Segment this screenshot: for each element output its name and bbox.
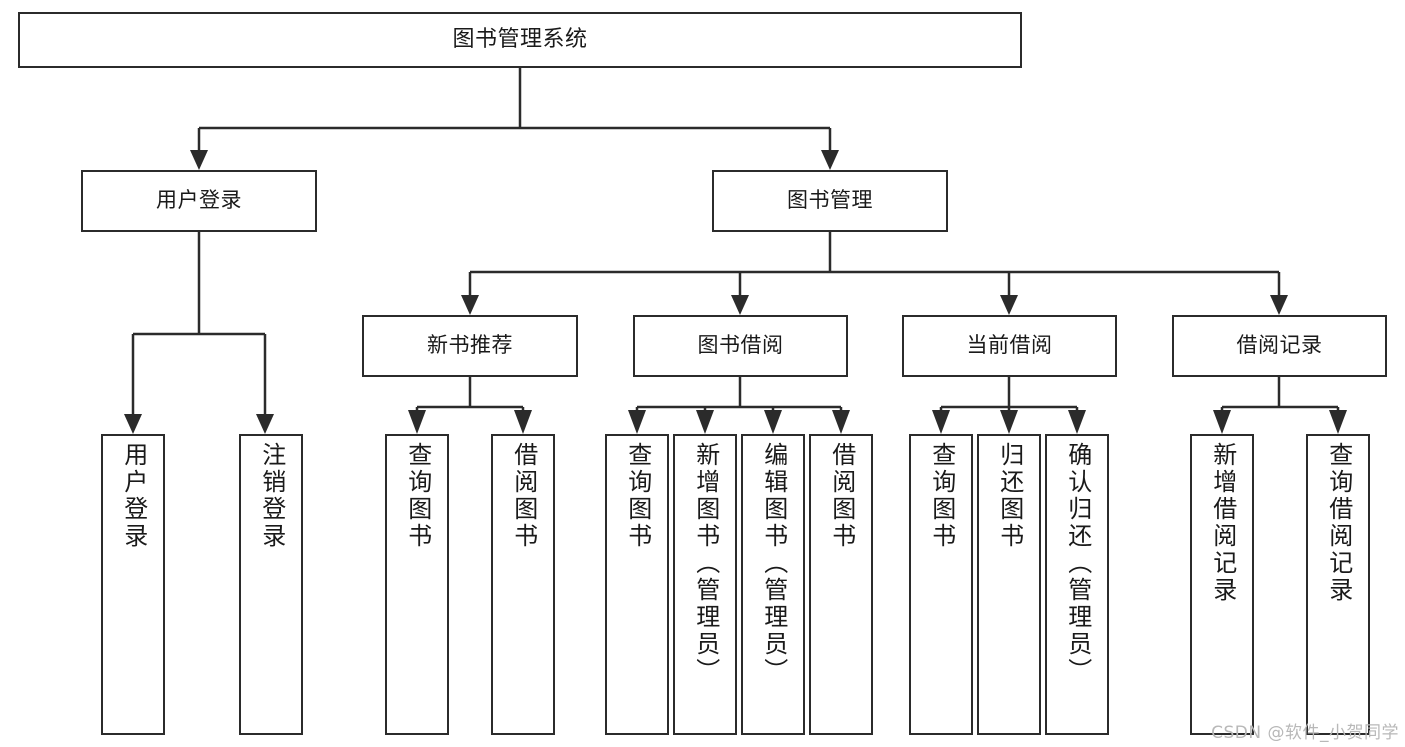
node-root-book-management-system[interactable]: 图书管理系统 [18, 12, 1022, 68]
node-leaf-query-borrow-record[interactable]: 查询借阅记录 [1306, 434, 1370, 735]
arrowhead-leaf-borrow-book-2 [832, 410, 850, 434]
arrowhead-book-borrow [731, 295, 749, 315]
node-leaf-add-book-admin[interactable]: 新增图书（管理员） [673, 434, 737, 735]
arrowhead-leaf-add-book [696, 410, 714, 434]
node-label: 用户登录 [156, 188, 242, 213]
node-label: 图书管理 [787, 188, 873, 213]
node-label: 查询图书 [403, 442, 432, 550]
node-borrow-record[interactable]: 借阅记录 [1172, 315, 1387, 377]
node-label: 图书管理系统 [452, 26, 588, 52]
node-leaf-query-book-current[interactable]: 查询图书 [909, 434, 973, 735]
node-label: 用户登录 [119, 442, 148, 550]
arrowhead-book-manage [821, 150, 839, 170]
node-label: 归还图书 [995, 442, 1024, 550]
arrowhead-leaf-query-book-2 [628, 410, 646, 434]
node-leaf-query-book-borrow[interactable]: 查询图书 [605, 434, 669, 735]
arrowhead-leaf-edit-book [764, 410, 782, 434]
node-new-book-recommend[interactable]: 新书推荐 [362, 315, 578, 377]
node-book-management[interactable]: 图书管理 [712, 170, 948, 232]
node-label: 新增图书（管理员） [691, 442, 720, 685]
arrowhead-leaf-user-login [124, 414, 142, 434]
node-leaf-user-login[interactable]: 用户登录 [101, 434, 165, 735]
arrowhead-leaf-user-logout [256, 414, 274, 434]
node-label: 查询图书 [623, 442, 652, 550]
node-label: 借阅图书 [509, 442, 538, 550]
arrowhead-new-book-recommend [461, 295, 479, 315]
node-user-login[interactable]: 用户登录 [81, 170, 317, 232]
node-label: 新增借阅记录 [1208, 442, 1237, 604]
node-leaf-user-logout[interactable]: 注销登录 [239, 434, 303, 735]
node-label: 新书推荐 [427, 333, 513, 358]
arrowhead-current-borrow [1000, 295, 1018, 315]
node-leaf-edit-book-admin[interactable]: 编辑图书（管理员） [741, 434, 805, 735]
node-leaf-add-borrow-record[interactable]: 新增借阅记录 [1190, 434, 1254, 735]
node-label: 查询借阅记录 [1324, 442, 1353, 604]
node-leaf-confirm-return-admin[interactable]: 确认归还（管理员） [1045, 434, 1109, 735]
arrowhead-leaf-return-book [1000, 410, 1018, 434]
arrowhead-user-login [190, 150, 208, 170]
node-current-borrow[interactable]: 当前借阅 [902, 315, 1117, 377]
node-leaf-borrow-book[interactable]: 借阅图书 [809, 434, 873, 735]
arrowhead-borrow-record [1270, 295, 1288, 315]
node-leaf-return-book[interactable]: 归还图书 [977, 434, 1041, 735]
node-leaf-query-book-recommend[interactable]: 查询图书 [385, 434, 449, 735]
node-leaf-borrow-book-recommend[interactable]: 借阅图书 [491, 434, 555, 735]
arrowhead-leaf-add-record [1213, 410, 1231, 434]
node-book-borrow[interactable]: 图书借阅 [633, 315, 848, 377]
arrowhead-leaf-query-book-1 [408, 410, 426, 434]
arrowhead-leaf-query-record [1329, 410, 1347, 434]
node-label: 借阅图书 [827, 442, 856, 550]
node-label: 借阅记录 [1236, 333, 1323, 358]
arrowhead-leaf-confirm-return [1068, 410, 1086, 434]
node-label: 图书借阅 [697, 333, 784, 358]
arrowhead-leaf-borrow-book-1 [514, 410, 532, 434]
node-label: 当前借阅 [966, 333, 1053, 358]
arrowhead-leaf-query-book-3 [932, 410, 950, 434]
node-label: 确认归还（管理员） [1063, 442, 1092, 685]
node-label: 编辑图书（管理员） [759, 442, 788, 685]
node-label: 注销登录 [257, 442, 286, 550]
node-label: 查询图书 [927, 442, 956, 550]
